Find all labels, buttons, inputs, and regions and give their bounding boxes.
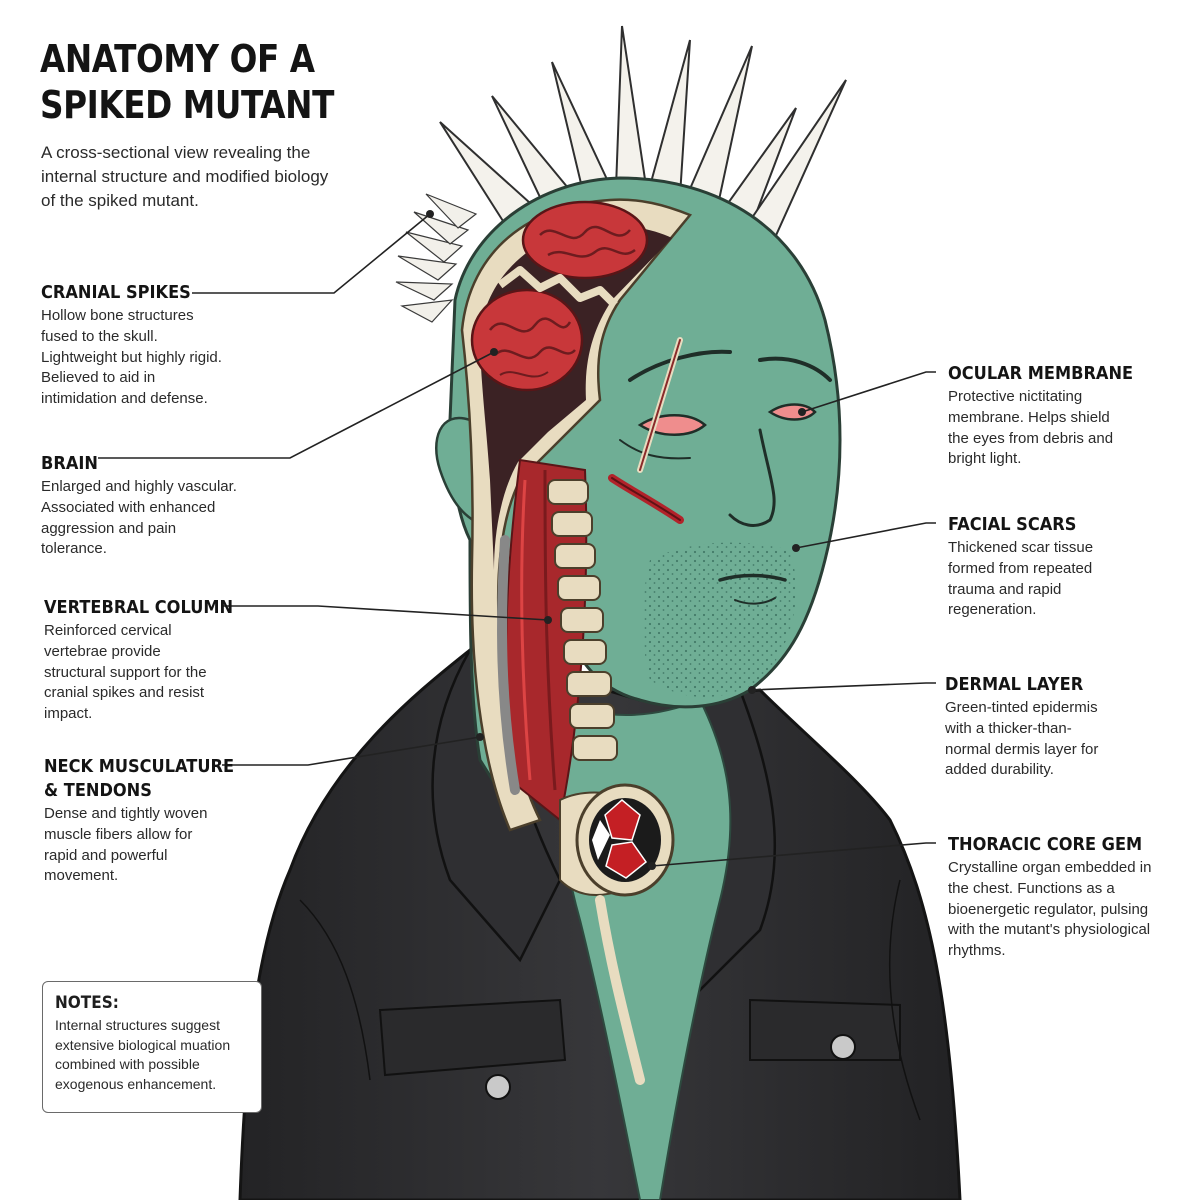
thoracic-core-gem [559, 783, 675, 1085]
leader-thoracic-core-gem-dot [648, 862, 656, 870]
callout-thoracic-core-gem-text: Crystalline organ embedded in the chest.… [948, 859, 1152, 960]
leader-vertebral-column-dot [544, 616, 552, 624]
leader-vertebral-column [222, 605, 549, 621]
skull-rim [497, 266, 618, 308]
callout-facial-scars-text: Thickened scar tissue formed from repeat… [948, 539, 1094, 619]
callout-cranial-spikes-text: Hollow bone structures fused to the skul… [41, 307, 222, 408]
callout-neck-musculature: NECK MUSCULATURE & TENDONS Dense and tig… [44, 755, 234, 887]
leader-ocular-membrane [801, 371, 936, 413]
brain-lower [470, 288, 584, 392]
callout-facial-scars: FACIAL SCARS Thickened scar tissue forme… [948, 513, 1128, 621]
callout-brain-title: BRAIN [41, 453, 98, 474]
callout-dermal-layer-title: DERMAL LAYER [945, 674, 1084, 695]
notes-box: NOTES: Internal structures suggest exten… [42, 981, 262, 1113]
leader-thoracic-core-gem [651, 842, 936, 867]
callout-neck-musculature-title: NECK MUSCULATURE & TENDONS [44, 756, 235, 801]
callout-vertebral-column-title: VERTEBRAL COLUMN [44, 597, 234, 618]
leader-dermal-layer [751, 682, 936, 691]
vertebral-column [547, 479, 618, 761]
leader-neck-musculature [222, 736, 481, 766]
callout-vertebral-column: VERTEBRAL COLUMN Reinforced cervical ver… [44, 596, 233, 725]
notes-text: Internal structures suggest extensive bi… [55, 1017, 231, 1092]
callout-vertebral-column-text: Reinforced cervical vertebrae provide st… [44, 622, 207, 723]
leader-lines [98, 210, 936, 870]
stubble [642, 542, 796, 697]
leader-dermal-layer-dot [748, 686, 756, 694]
leader-facial-scars [795, 522, 936, 549]
callout-dermal-layer: DERMAL LAYER Green-tinted epidermis with… [945, 673, 1105, 781]
leader-cranial-spikes-dot [426, 210, 434, 218]
leader-ocular-membrane-dot [798, 408, 806, 416]
leader-cranial-spikes [192, 213, 431, 294]
callout-brain-text: Enlarged and highly vascular. Associated… [41, 478, 237, 558]
leader-facial-scars-dot [792, 544, 800, 552]
leader-neck-musculature-dot [476, 733, 484, 741]
callout-dermal-layer-text: Green-tinted epidermis with a thicker-th… [945, 699, 1099, 779]
callout-thoracic-core-gem-title: THORACIC CORE GEM [948, 834, 1143, 855]
callout-facial-scars-title: FACIAL SCARS [948, 514, 1077, 535]
brain-upper [521, 200, 649, 280]
page-title: ANATOMY OF A SPIKED MUTANT [40, 37, 334, 127]
callout-thoracic-core-gem: THORACIC CORE GEM Crystalline organ embe… [948, 833, 1158, 962]
facial-scars [608, 337, 684, 524]
callout-cranial-spikes: CRANIAL SPIKES Hollow bone structures fu… [41, 281, 231, 410]
callout-ocular-membrane: OCULAR MEMBRANE Protective nictitating m… [948, 362, 1133, 470]
callout-ocular-membrane-title: OCULAR MEMBRANE [948, 363, 1134, 384]
leader-brain [98, 351, 495, 459]
callout-neck-musculature-text: Dense and tightly woven muscle fibers al… [44, 805, 208, 885]
leader-brain-dot [490, 348, 498, 356]
callout-brain: BRAIN Enlarged and highly vascular. Asso… [41, 452, 241, 560]
page-subtitle: A cross-sectional view revealing the int… [41, 143, 329, 210]
callout-cranial-spikes-title: CRANIAL SPIKES [41, 282, 191, 303]
callout-ocular-membrane-text: Protective nictitating membrane. Helps s… [948, 388, 1114, 468]
back-spikes [395, 193, 478, 323]
notes-title: NOTES: [55, 993, 119, 1013]
